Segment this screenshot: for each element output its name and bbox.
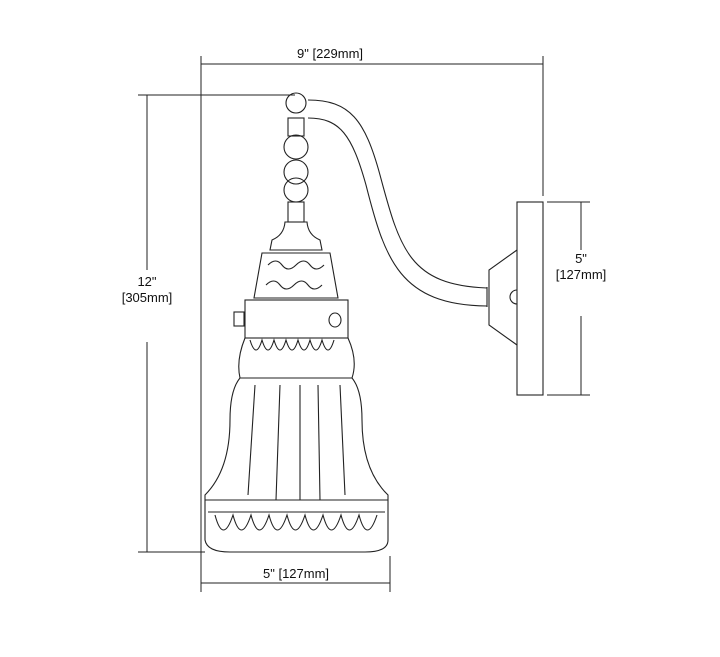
filigree-band [253,252,339,299]
stem [269,92,323,251]
shade [204,337,389,553]
backplate-height-label: 5"[127mm] [555,251,607,282]
dimension-lines [138,56,590,592]
collar [233,299,349,339]
shade-width-label: 5" [127mm] [262,566,330,581]
width-label: 9" [229mm] [296,46,364,61]
height-label: 12"[305mm] [121,274,173,305]
arm [307,99,488,307]
backplate [488,201,544,396]
